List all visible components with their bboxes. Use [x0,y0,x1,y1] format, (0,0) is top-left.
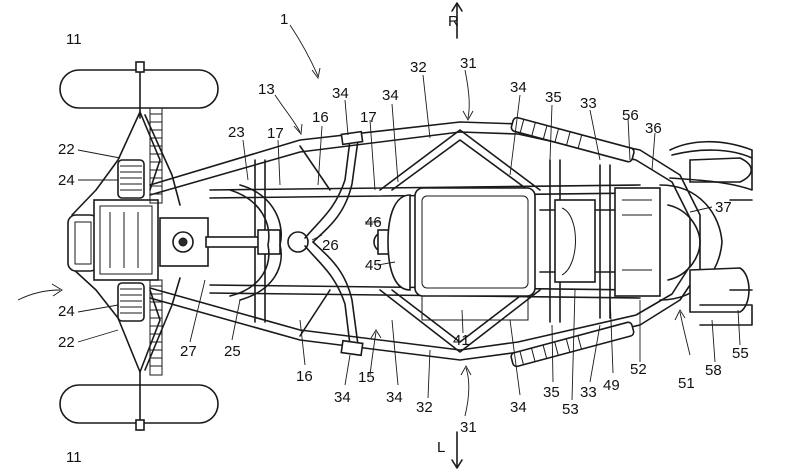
front-wheel-bottom [59,371,219,431]
label-35-top: 35 [545,89,562,106]
label-46: 46 [365,214,382,231]
label-11-bottom: 11 [66,449,82,466]
label-23: 23 [228,124,245,141]
label-34-d: 34 [334,389,351,406]
label-27: 27 [180,343,197,360]
rear-section [510,116,753,368]
label-24-bottom: 24 [58,303,75,320]
front-assembly-arrow [17,283,63,301]
label-45: 45 [365,257,382,274]
label-31-top: 31 [460,55,477,72]
label-32-bottom: 32 [416,399,433,416]
reference-labels: R L 1 11 11 13 15 16 16 17 17 22 22 23 2… [58,11,749,466]
label-34-a: 34 [332,85,349,102]
front-wheel-top [59,61,219,119]
label-35-bottom: 35 [543,384,560,401]
label-56: 56 [622,107,639,124]
label-41: 41 [453,332,470,349]
label-34-c: 34 [510,79,527,96]
engine-block [387,187,536,321]
rear-direction-label: R [448,13,459,30]
left-direction-arrow [451,431,463,469]
label-22-top: 22 [58,141,75,158]
label-34-f: 34 [510,399,527,416]
label-55: 55 [732,345,749,362]
label-33-bottom: 33 [580,384,597,401]
label-31-bottom: 31 [460,419,477,436]
label-16-bottom: 16 [296,368,313,385]
label-34-b: 34 [382,87,399,104]
label-36: 36 [645,120,662,137]
leader-lines [77,24,741,417]
label-16-top: 16 [312,109,329,126]
label-17-left: 17 [267,125,284,142]
label-33-top: 33 [580,95,597,112]
label-17-right: 17 [360,109,377,126]
front-suspension [67,107,209,376]
label-26: 26 [322,237,339,254]
label-13: 13 [258,81,275,98]
rear-direction-arrow [451,2,463,39]
label-1: 1 [280,11,288,28]
label-25: 25 [224,343,241,360]
label-51: 51 [678,375,695,392]
label-24-top: 24 [58,172,75,189]
label-58: 58 [705,362,722,379]
steering-assembly [205,130,395,357]
label-15: 15 [358,369,375,386]
label-34-e: 34 [386,389,403,406]
label-22-bottom: 22 [58,334,75,351]
label-49: 49 [603,377,620,394]
left-direction-label: L [437,439,445,456]
label-52: 52 [630,361,647,378]
label-32-top: 32 [410,59,427,76]
label-11-top: 11 [66,31,82,48]
label-53: 53 [562,401,579,418]
label-37: 37 [715,199,732,216]
